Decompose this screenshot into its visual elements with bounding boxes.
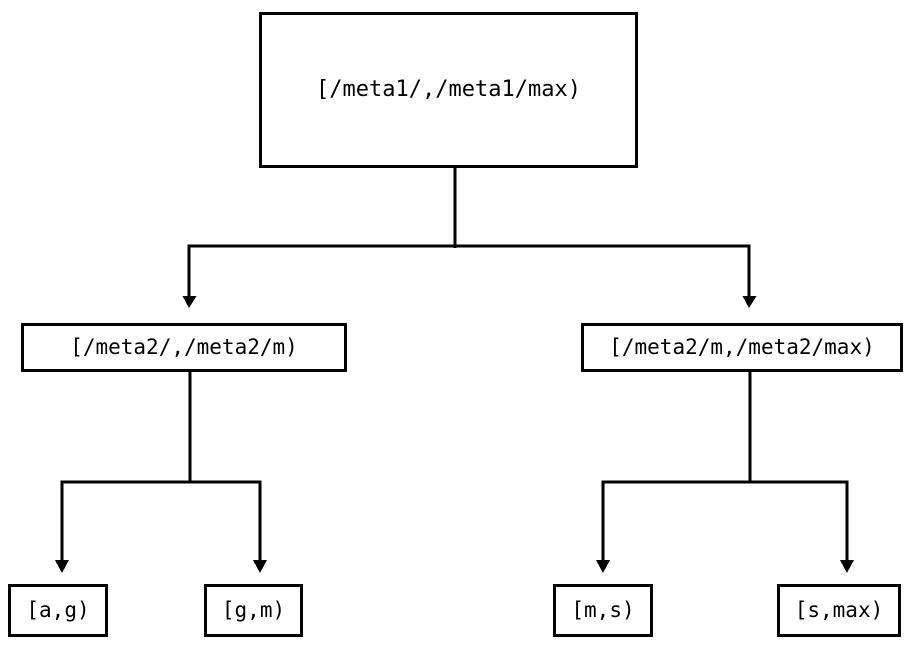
edge-right-bar	[601, 480, 849, 484]
arrowhead-down-icon	[840, 560, 854, 573]
tree-node-leaf-1-label: [g,m)	[221, 598, 286, 622]
tree-node-root-label: [/meta1/,/meta1/max)	[316, 77, 581, 102]
edge-right-drop-3	[845, 480, 849, 563]
edge-right-drop-2	[601, 480, 605, 563]
tree-node-leaf-0-label: [a,g)	[26, 598, 90, 622]
tree-node-level2-right-label: [/meta2/m,/meta2/max)	[609, 335, 875, 359]
tree-node-leaf-3: [s,max)	[777, 584, 901, 637]
edge-left-drop-0	[60, 480, 64, 563]
edge-root-drop-right	[747, 244, 751, 299]
arrowhead-down-icon	[55, 560, 69, 573]
tree-node-leaf-2: [m,s)	[553, 584, 653, 637]
tree-node-root: [/meta1/,/meta1/max)	[259, 12, 638, 168]
tree-node-level2-right: [/meta2/m,/meta2/max)	[581, 323, 903, 372]
edge-right-branch-to-leaves	[596, 372, 854, 573]
tree-node-leaf-2-label: [m,s)	[571, 598, 635, 622]
tree-node-leaf-0: [a,g)	[8, 584, 108, 637]
tree-node-level2-left: [/meta2/,/meta2/m)	[21, 323, 347, 372]
edge-root-bar	[187, 244, 751, 248]
arrowhead-down-icon	[253, 560, 267, 573]
arrowhead-down-icon	[742, 296, 757, 308]
edge-left-drop-1	[258, 480, 262, 563]
edge-root-stem	[453, 168, 457, 248]
edge-left-branch-to-leaves	[55, 372, 267, 573]
edge-left-bar	[60, 480, 262, 484]
arrowhead-down-icon	[596, 560, 610, 573]
arrowhead-down-icon	[182, 296, 197, 308]
tree-node-leaf-1: [g,m)	[204, 584, 303, 637]
edge-right-stem	[748, 372, 752, 483]
edge-root-to-level2	[182, 168, 757, 308]
tree-node-level2-left-label: [/meta2/,/meta2/m)	[70, 335, 298, 359]
edge-root-drop-left	[187, 244, 191, 299]
tree-node-leaf-3-label: [s,max)	[794, 598, 884, 622]
edge-left-stem	[188, 372, 192, 483]
